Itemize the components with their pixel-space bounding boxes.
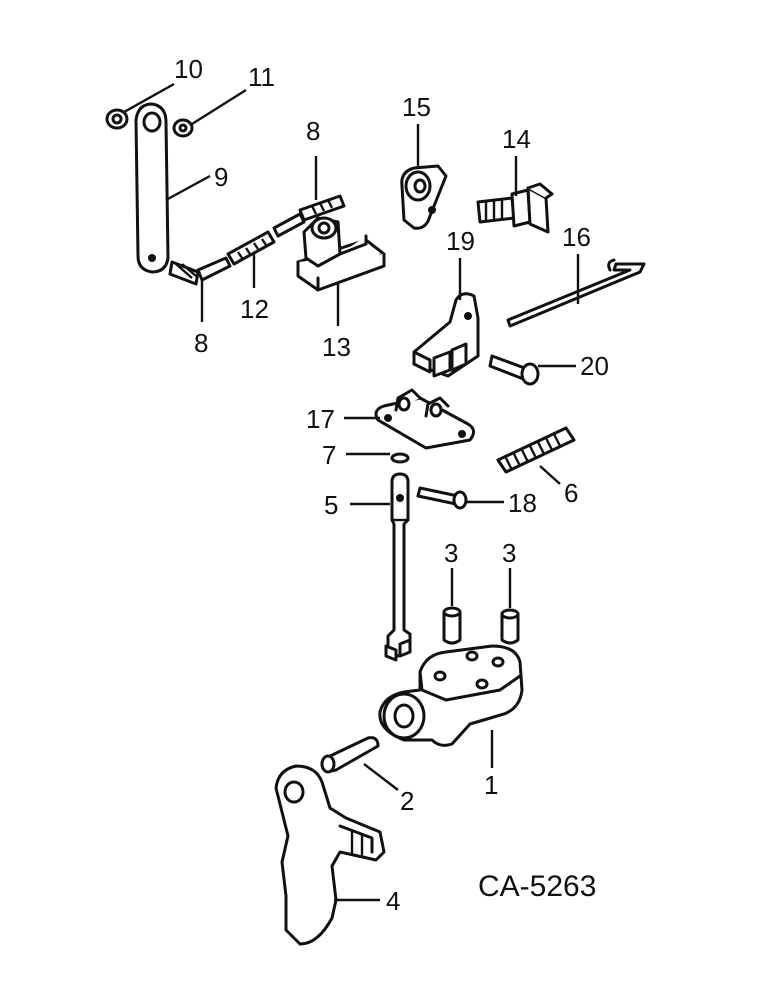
callout-15: 15 [402, 92, 431, 122]
callout-11: 11 [248, 62, 275, 92]
part-3-dowel-left [442, 606, 462, 645]
callout-1: 1 [484, 770, 498, 800]
part-20-pin [488, 354, 540, 386]
part-16-bent-rod [506, 258, 646, 328]
part-12-turnbuckle [226, 230, 276, 266]
part-5-shaft [384, 472, 412, 662]
callout-13: 13 [322, 332, 351, 362]
part-13-bracket [296, 216, 386, 292]
callout-labels: 10 11 9 8 12 8 13 15 14 19 16 20 17 7 6 … [174, 54, 609, 916]
callout-3-right: 3 [502, 538, 516, 568]
part-17-cross-bracket [374, 388, 475, 450]
part-10-washer [105, 108, 129, 130]
callout-16: 16 [562, 222, 591, 252]
part-1-housing [378, 644, 524, 747]
part-2-roll-pin [320, 736, 380, 774]
callout-12: 12 [240, 294, 269, 324]
callout-19: 19 [446, 226, 475, 256]
part-8-rod-end-upper [272, 194, 346, 238]
callout-14: 14 [502, 124, 531, 154]
part-19-yoke [412, 292, 480, 378]
callout-5: 5 [324, 490, 338, 520]
callout-10: 10 [174, 54, 203, 84]
part-6-spring [496, 426, 576, 474]
callout-20: 20 [580, 351, 609, 381]
leader-lines [123, 82, 580, 902]
callout-3-left: 3 [444, 538, 458, 568]
part-11-clip [172, 118, 194, 138]
part-15-lever-block [400, 164, 448, 230]
callout-7: 7 [322, 440, 336, 470]
callout-17: 17 [306, 404, 335, 434]
callout-8-upper: 8 [306, 116, 320, 146]
callout-4: 4 [386, 886, 400, 916]
callout-18: 18 [508, 488, 537, 518]
diagram-code: CA-5263 [478, 870, 596, 903]
part-7-ring [390, 452, 410, 464]
callout-6: 6 [564, 478, 578, 508]
part-3-dowel-right [500, 608, 520, 645]
part-14-bolt [476, 182, 554, 234]
callout-9: 9 [214, 162, 228, 192]
part-9-link-arm [134, 102, 170, 274]
callout-8-lower: 8 [194, 328, 208, 358]
callout-2: 2 [400, 786, 414, 816]
part-4-lever [274, 764, 386, 946]
part-18-pin [416, 486, 468, 510]
part-8-rod-end-lower [168, 256, 232, 286]
